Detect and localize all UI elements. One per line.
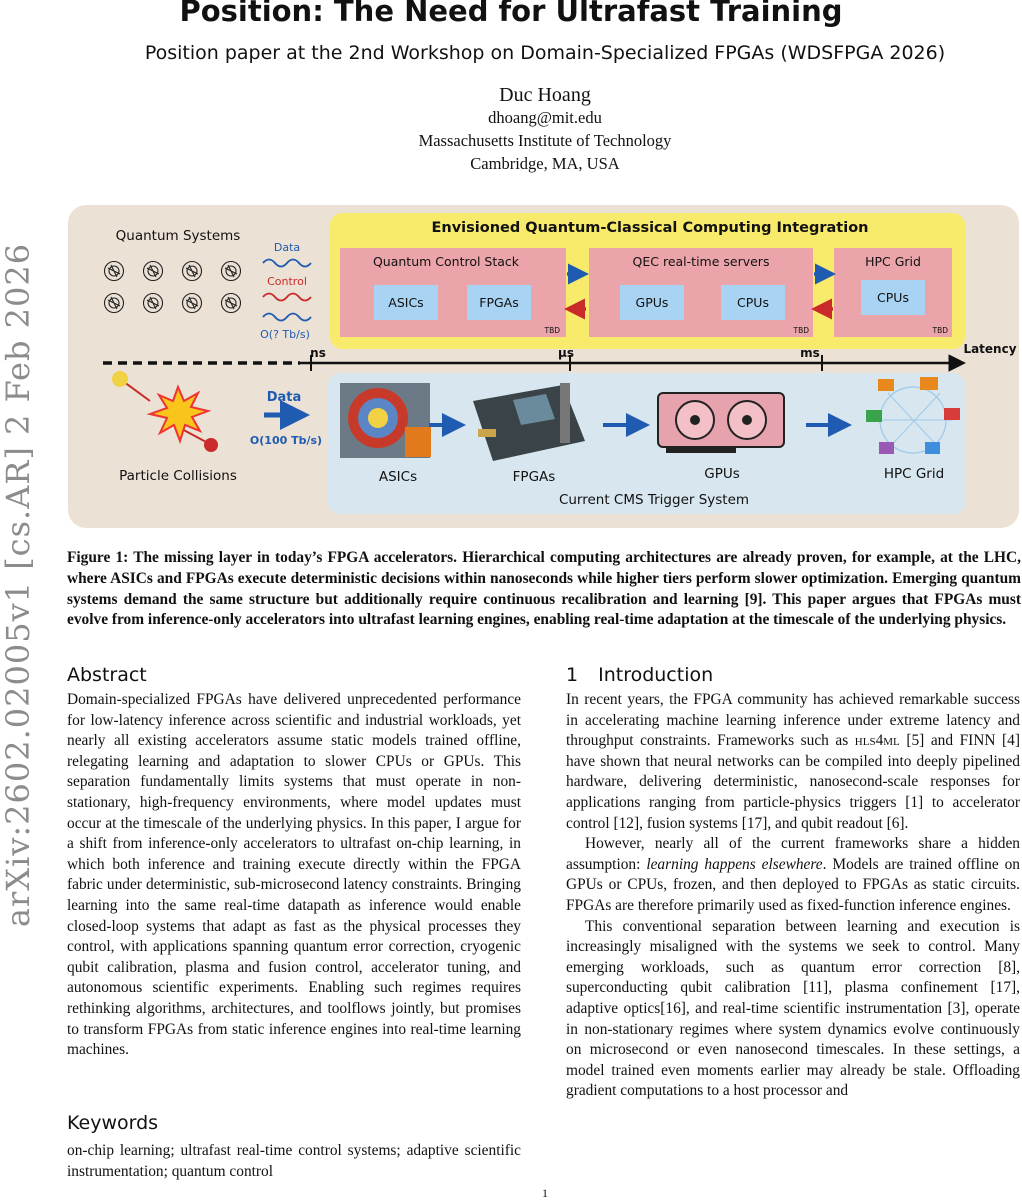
qcs-title: Quantum Control Stack bbox=[373, 254, 520, 269]
abstract-body: Domain-specialized FPGAs have delivered … bbox=[67, 690, 521, 1061]
intro-title: Introduction bbox=[598, 664, 714, 686]
qcs-tbd: TBD bbox=[543, 326, 560, 335]
cms-fpgas-label: FPGAs bbox=[513, 469, 556, 485]
qec-tbd: TBD bbox=[792, 326, 809, 335]
cms-gpus-label: GPUs bbox=[704, 466, 740, 482]
author-email: dhoang@mit.edu bbox=[488, 108, 602, 127]
tick-label-us: μs bbox=[558, 346, 574, 360]
control-wave-icon bbox=[262, 292, 312, 302]
cms-trigger-label: Current CMS Trigger System bbox=[559, 492, 749, 508]
intro-body: In recent years, the FPGA community has … bbox=[566, 690, 1020, 1102]
quantum-control-label: Control bbox=[267, 275, 307, 288]
tick-label-ns: ns bbox=[310, 346, 326, 360]
envisioned-title: Envisioned Quantum-Classical Computing I… bbox=[431, 220, 868, 236]
hpc-grid-icon bbox=[866, 377, 960, 454]
quantum-systems-title: Quantum Systems bbox=[116, 228, 241, 244]
qec-title: QEC real-time servers bbox=[633, 254, 770, 269]
particle-collision-icon bbox=[112, 371, 218, 452]
qec-cpus-label: CPUs bbox=[737, 295, 769, 310]
keywords-body: on-chip learning; ultrafast real-time co… bbox=[67, 1141, 521, 1182]
latency-label: Latency bbox=[963, 342, 1016, 356]
abstract-heading: Abstract bbox=[67, 664, 147, 686]
author-location: Cambridge, MA, USA bbox=[470, 154, 620, 173]
paper-subtitle: Position paper at the 2nd Workshop on Do… bbox=[144, 42, 946, 64]
data-wave-2-icon bbox=[262, 312, 312, 322]
hpc-cpus-box bbox=[861, 280, 925, 315]
qcs-fpgas-label: FPGAs bbox=[479, 295, 518, 310]
intro-paragraph-3: This conventional separation between lea… bbox=[566, 917, 1020, 1100]
intro-heading: 1 Introduction bbox=[566, 664, 713, 686]
qcs-asics-label: ASICs bbox=[388, 295, 423, 310]
particle-rate-label: O(100 Tb/s) bbox=[250, 434, 322, 447]
quantum-data-label: Data bbox=[274, 241, 300, 254]
keywords-heading: Keywords bbox=[67, 1112, 159, 1134]
qubit-array-icon bbox=[103, 260, 242, 314]
arxiv-id: arXiv:2602.02005v1 [cs.AR] 2 Feb 2026 bbox=[0, 242, 37, 928]
data-wave-icon bbox=[262, 258, 312, 268]
qec-cpus-box bbox=[721, 285, 785, 320]
author-affiliation: Massachusetts Institute of Technology bbox=[418, 131, 672, 150]
hpc-tbd: TBD bbox=[931, 326, 948, 335]
qcs-asics-box bbox=[374, 285, 438, 320]
particle-collisions-label: Particle Collisions bbox=[119, 468, 237, 484]
gpu-card-icon bbox=[657, 392, 785, 453]
arxiv-stamp: arXiv:2602.02005v1 [cs.AR] 2 Feb 2026 bbox=[0, 240, 37, 930]
page-number: 1 bbox=[542, 1186, 548, 1200]
figure-1-diagram: Envisioned Quantum-Classical Computing I… bbox=[68, 205, 1019, 528]
figure-caption: Figure 1: The missing layer in today’s F… bbox=[67, 549, 1021, 629]
intro-number: 1 bbox=[566, 664, 579, 686]
fpga-board-icon bbox=[473, 383, 585, 461]
qec-gpus-box bbox=[620, 285, 684, 320]
cms-asics-label: ASICs bbox=[379, 469, 417, 485]
intro-paragraph-1: In recent years, the FPGA community has … bbox=[566, 691, 1021, 832]
hpc-cpus-label: CPUs bbox=[877, 290, 909, 305]
figure-1: Envisioned Quantum-Classical Computing I… bbox=[68, 205, 1020, 529]
cms-hpc-label: HPC Grid bbox=[884, 466, 944, 482]
particle-data-label: Data bbox=[267, 390, 302, 405]
paper-title: Position: The Need for Ultrafast Trainin… bbox=[179, 0, 843, 28]
keywords-text: on-chip learning; ultrafast real-time co… bbox=[67, 1142, 521, 1180]
hpc-title: HPC Grid bbox=[865, 254, 921, 269]
quantum-rate-label: O(? Tb/s) bbox=[260, 328, 310, 341]
abstract-text: Domain-specialized FPGAs have delivered … bbox=[67, 691, 521, 1059]
qec-gpus-label: GPUs bbox=[636, 295, 669, 310]
qcs-fpgas-box bbox=[467, 285, 531, 320]
hls4ml-name: hls4ml bbox=[854, 732, 900, 750]
cms-detector-icon bbox=[340, 383, 431, 458]
author-name: Duc Hoang bbox=[499, 84, 591, 106]
tick-label-ms: ms bbox=[800, 346, 820, 360]
intro-paragraph-2: However, nearly all of the current frame… bbox=[566, 835, 1020, 914]
